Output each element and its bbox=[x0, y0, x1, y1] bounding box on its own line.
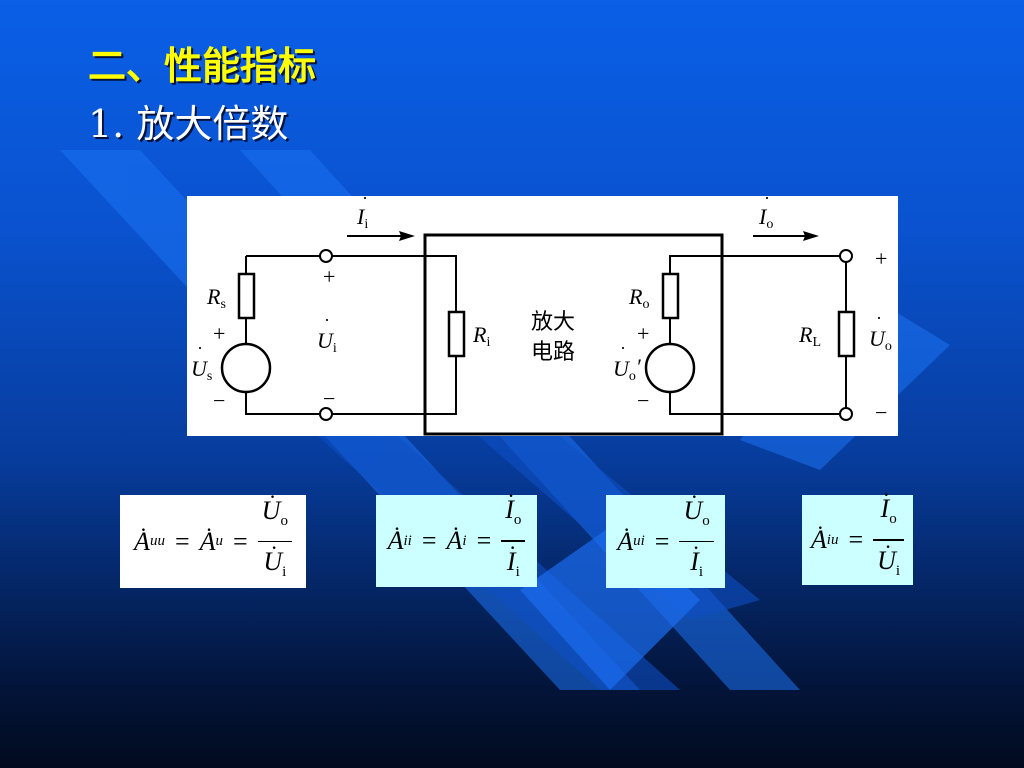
wire-ro-top bbox=[669, 255, 846, 274]
input-terminal-top bbox=[319, 249, 333, 263]
svg-text:Uo: Uo bbox=[869, 326, 892, 354]
wire-output-bottom bbox=[669, 392, 846, 415]
label-ri: R bbox=[472, 322, 487, 347]
label-ui: U bbox=[317, 328, 335, 353]
resistor-ro bbox=[661, 272, 680, 320]
resistor-rl bbox=[837, 310, 856, 358]
wire-source-bottom bbox=[245, 392, 320, 415]
svg-text:Rs: Rs bbox=[206, 284, 226, 312]
label-rl: R bbox=[798, 322, 813, 347]
svg-text:·: · bbox=[362, 196, 368, 208]
svg-text:Ro: Ro bbox=[628, 284, 649, 312]
label-rs: R bbox=[206, 284, 221, 309]
svg-text:Us: Us bbox=[191, 356, 212, 384]
svg-text:·: · bbox=[324, 310, 330, 330]
output-terminal-bottom bbox=[839, 407, 853, 421]
output-terminal-top bbox=[839, 249, 853, 263]
svg-text:Ii: Ii bbox=[356, 204, 368, 232]
arrow-io-head bbox=[803, 231, 819, 241]
svg-text:Ui: Ui bbox=[317, 328, 337, 356]
label-uo-minus: − bbox=[875, 400, 887, 425]
label-ui-plus: + bbox=[323, 264, 335, 289]
block-label-line1: 放大 bbox=[531, 310, 575, 335]
fraction-uo-over-ii: ·Uo ·Ii bbox=[679, 485, 714, 590]
fraction-io-over-ii: ·Io ·Ii bbox=[501, 485, 526, 589]
amplifier-block bbox=[423, 233, 724, 436]
svg-text:·: · bbox=[620, 338, 626, 358]
slide-subtitle: 1. 放大倍数 bbox=[88, 102, 289, 146]
svg-text:RL: RL bbox=[798, 322, 821, 350]
voltage-source-us bbox=[220, 342, 272, 394]
label-uo-plus: + bbox=[875, 246, 887, 271]
label-uo: U bbox=[869, 326, 887, 351]
block-label-line2: 电路 bbox=[531, 340, 575, 365]
circuit-diagram: Ii · Io · Rs + Us · − + Ui · − Ri 放大 电路 … bbox=[187, 196, 898, 436]
svg-text:·: · bbox=[197, 338, 203, 358]
label-ro: R bbox=[628, 284, 643, 309]
label-ii: I bbox=[356, 204, 366, 229]
label-us-plus: + bbox=[213, 321, 225, 346]
voltage-source-uo-prime bbox=[644, 342, 696, 394]
label-us: U bbox=[191, 356, 209, 381]
wire-input-bottom bbox=[332, 356, 457, 415]
fraction-io-over-ui: ·Io ·Ui bbox=[873, 484, 905, 588]
svg-text:·: · bbox=[876, 308, 882, 328]
svg-text:Uo′: Uo′ bbox=[613, 354, 642, 384]
arrow-ii-head bbox=[399, 231, 415, 241]
svg-text:·: · bbox=[764, 196, 770, 208]
label-us-minus: − bbox=[213, 388, 225, 413]
label-uo-prime: U bbox=[613, 356, 631, 381]
label-io: I bbox=[758, 204, 768, 229]
svg-text:Ri: Ri bbox=[472, 322, 490, 350]
fraction-uo-over-ui: ·Uo ·Ui bbox=[257, 485, 292, 590]
label-uo-prime-plus: + bbox=[637, 321, 649, 346]
slide-title: 二、性能指标 bbox=[88, 44, 317, 88]
label-uo-prime-minus: − bbox=[637, 388, 649, 413]
label-ui-minus: − bbox=[323, 386, 335, 411]
resistor-rs bbox=[237, 272, 256, 320]
wire-input-top bbox=[332, 255, 457, 312]
svg-text:Io: Io bbox=[758, 204, 773, 232]
resistor-ri bbox=[447, 310, 466, 358]
